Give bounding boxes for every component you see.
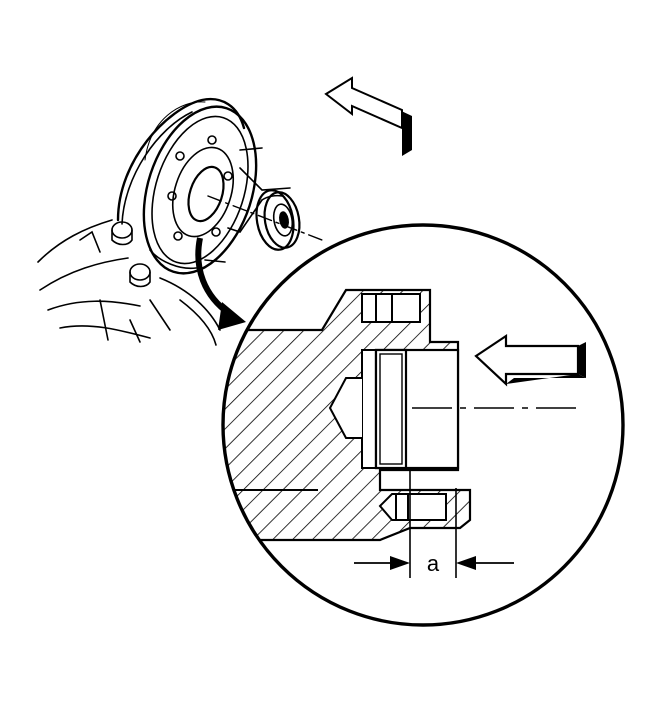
press-direction-arrow <box>474 333 586 387</box>
dowel-hole-top <box>361 293 421 323</box>
dimension-arrows <box>354 556 514 570</box>
drill-point <box>328 377 362 439</box>
engine-flange-assembly <box>37 97 323 346</box>
dowel-pin-bottom <box>378 493 447 521</box>
pilot-bearing <box>374 348 460 470</box>
detail-view: a <box>221 223 625 627</box>
callout-arrow <box>195 237 246 330</box>
direction-arrow-top <box>324 76 412 156</box>
dimension-label-a: a <box>427 551 440 576</box>
